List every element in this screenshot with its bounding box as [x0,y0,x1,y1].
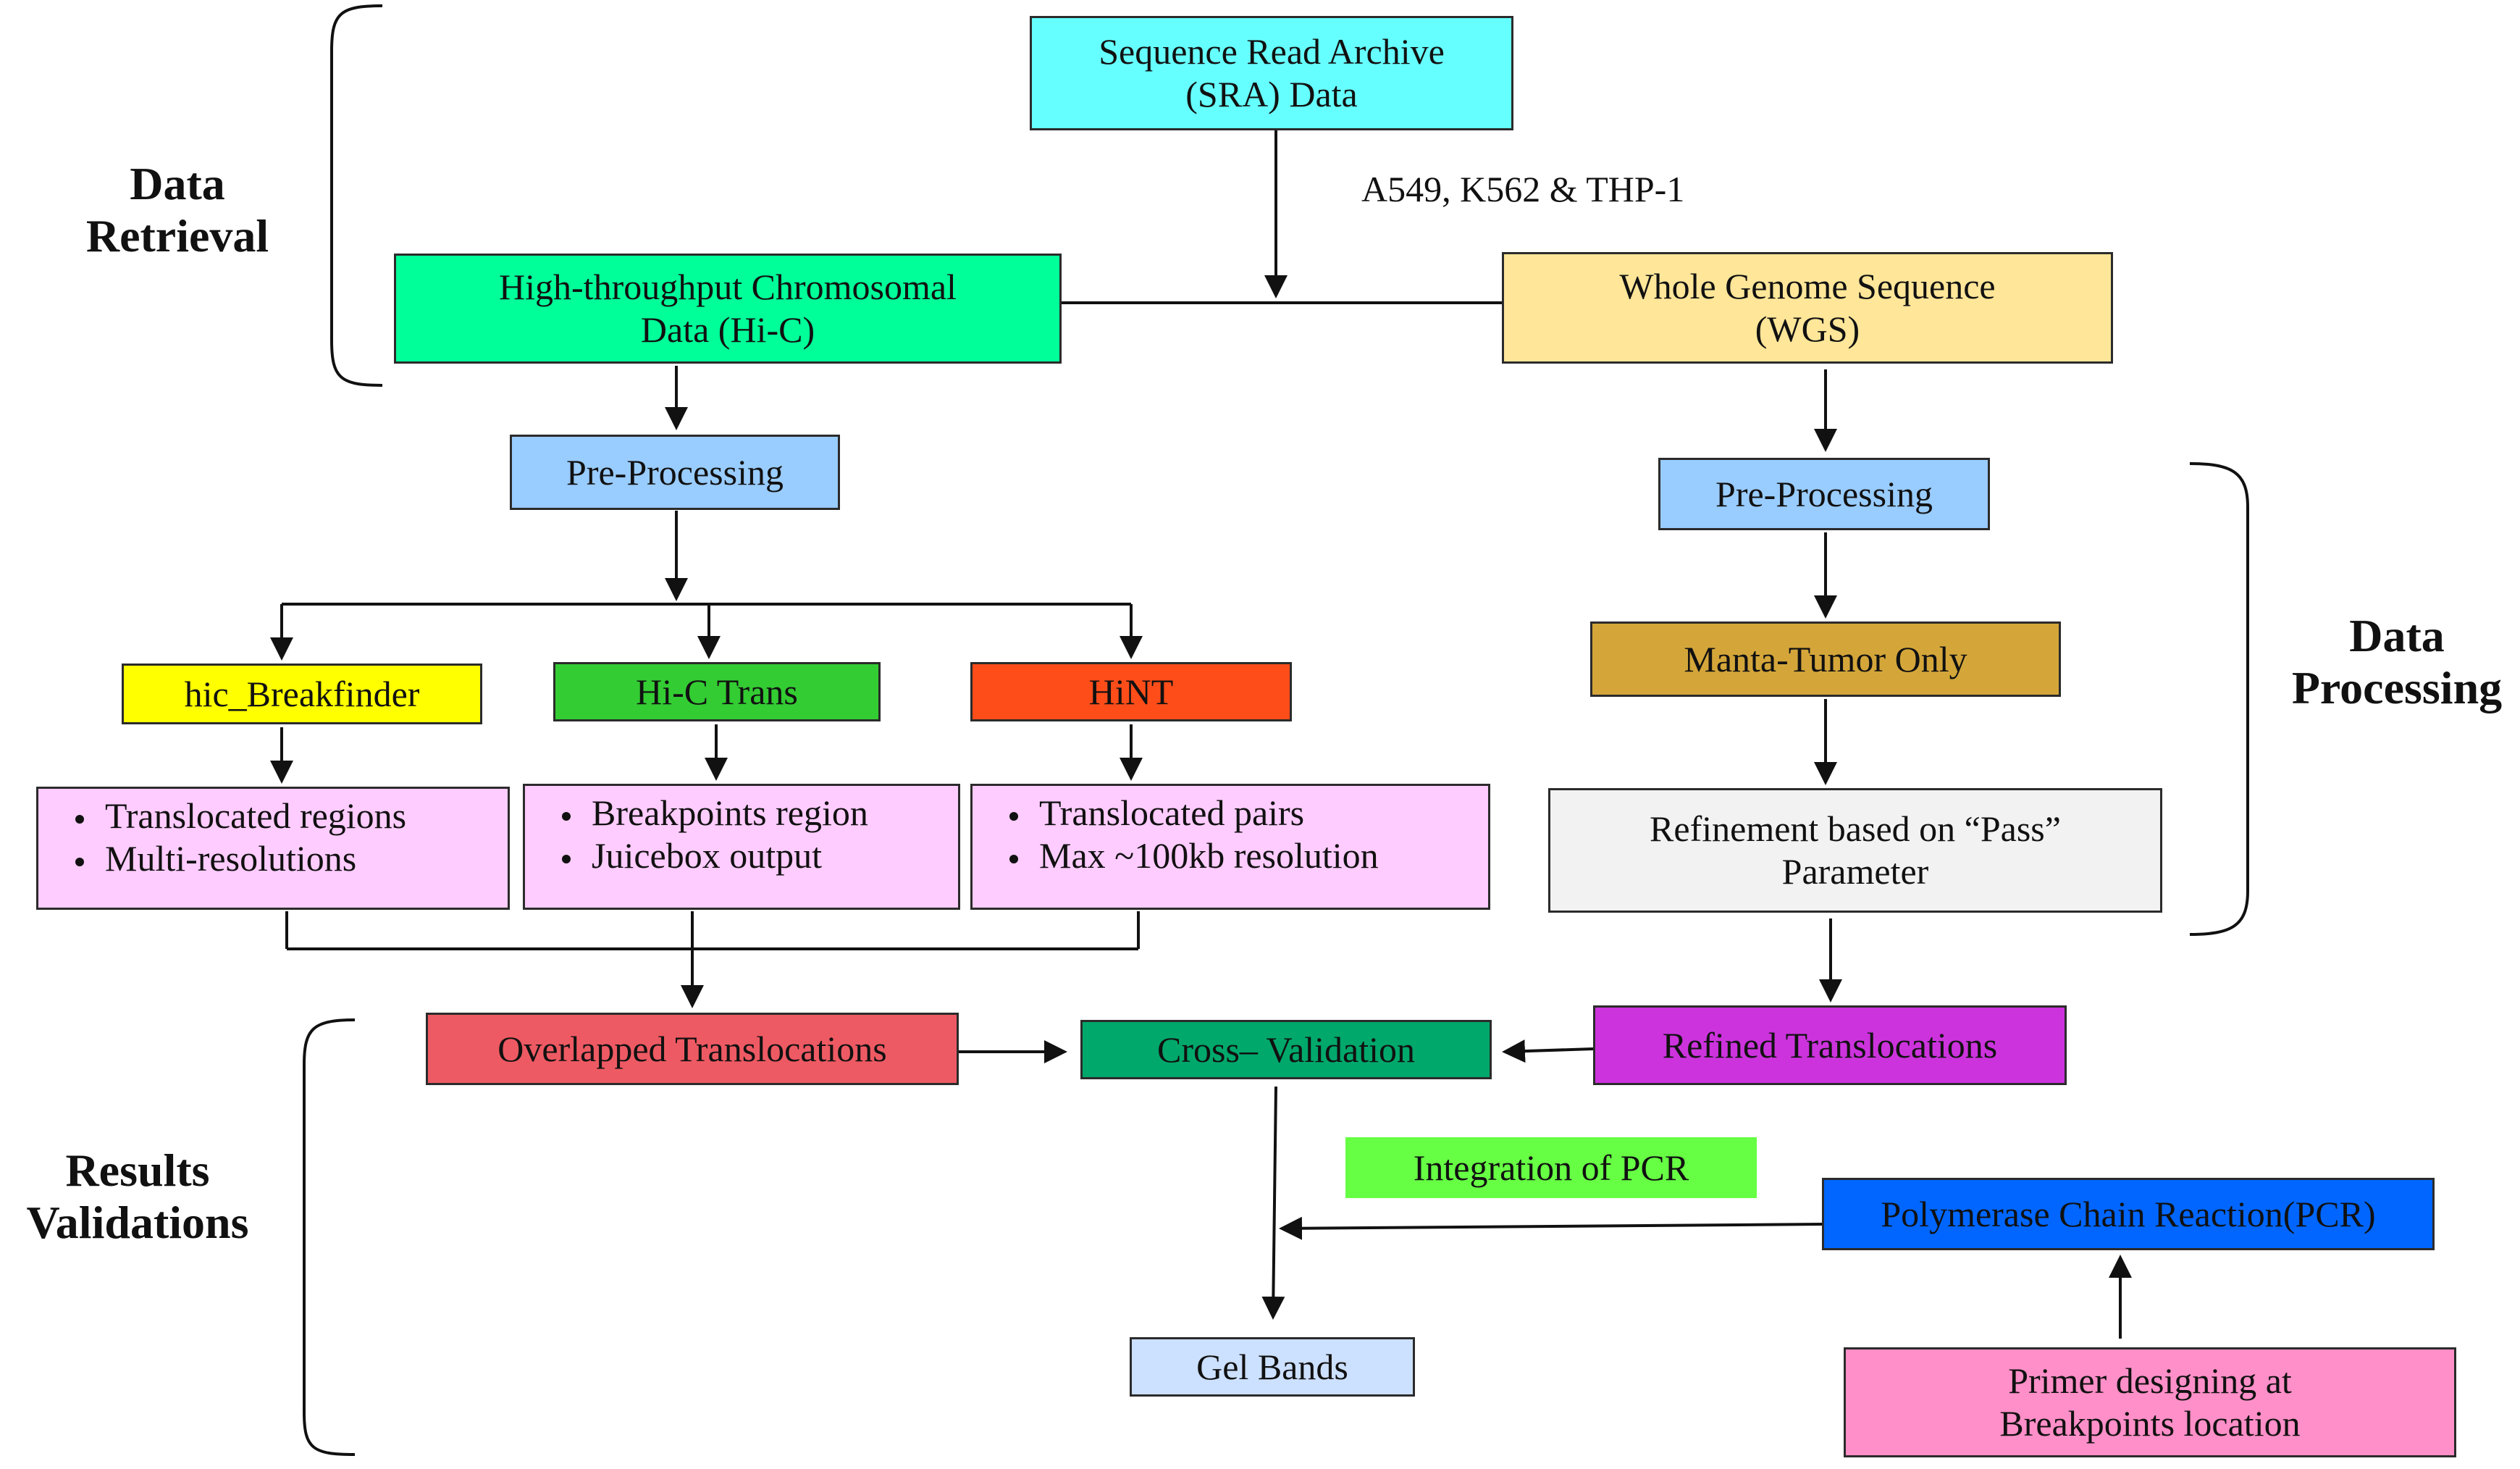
brace-data-retrieval [330,4,383,387]
cell-lines-label: A549, K562 & THP-1 [1361,169,1685,209]
output-hic-trans: Breakpoints region Juicebox output [523,784,960,910]
node-sra-data: Sequence Read Archive (SRA) Data [1030,16,1513,130]
node-preprocessing-hic: Pre-Processing [510,435,840,510]
section-label-data-processing: Data Processing [2291,610,2503,713]
output-hint: Translocated pairs Max ~100kb resolution [970,784,1490,910]
node-manta-tumor-only: Manta-Tumor Only [1590,622,2061,697]
node-cross-validation: Cross– Validation [1080,1020,1492,1079]
arrow-refined-cross [1502,1039,1594,1063]
node-integration-of-pcr: Integration of PCR [1345,1137,1757,1198]
node-refinement: Refinement based on “Pass” Parameter [1548,788,2162,913]
node-wgs: Whole Genome Sequence (WGS) [1502,252,2113,364]
output-breakfinder: Translocated regions Multi-resolutions [36,787,510,910]
list-item: Translocated regions [98,795,508,837]
list-item: Translocated pairs [1032,792,1488,834]
node-primer-designing: Primer designing at Breakpoints location [1844,1347,2456,1457]
node-pcr: Polymerase Chain Reaction(PCR) [1822,1178,2435,1250]
section-label-data-retrieval: Data Retrieval [85,158,269,261]
list-item: Max ~100kb resolution [1032,834,1488,877]
node-hic-data: High-throughput Chromosomal Data (Hi-C) [394,254,1062,364]
node-preprocessing-wgs: Pre-Processing [1658,458,1990,530]
node-overlapped-translocations: Overlapped Translocations [426,1013,959,1085]
brace-results-validations [303,1018,356,1456]
list-item: Multi-resolutions [98,837,508,880]
arrow-cross-gel [1261,1086,1285,1320]
node-hic-trans: Hi-C Trans [553,662,881,721]
arrow-pcr-to-main [1279,1216,1823,1240]
brace-data-processing [2189,462,2249,936]
section-label-results-validations: Results Validations [26,1144,249,1248]
node-hic-breakfinder: hic_Breakfinder [122,664,482,724]
node-gel-bands: Gel Bands [1130,1337,1415,1397]
list-item: Juicebox output [584,834,958,877]
node-hint: HiNT [970,662,1292,721]
node-refined-translocations: Refined Translocations [1593,1005,2067,1085]
list-item: Breakpoints region [584,792,958,834]
